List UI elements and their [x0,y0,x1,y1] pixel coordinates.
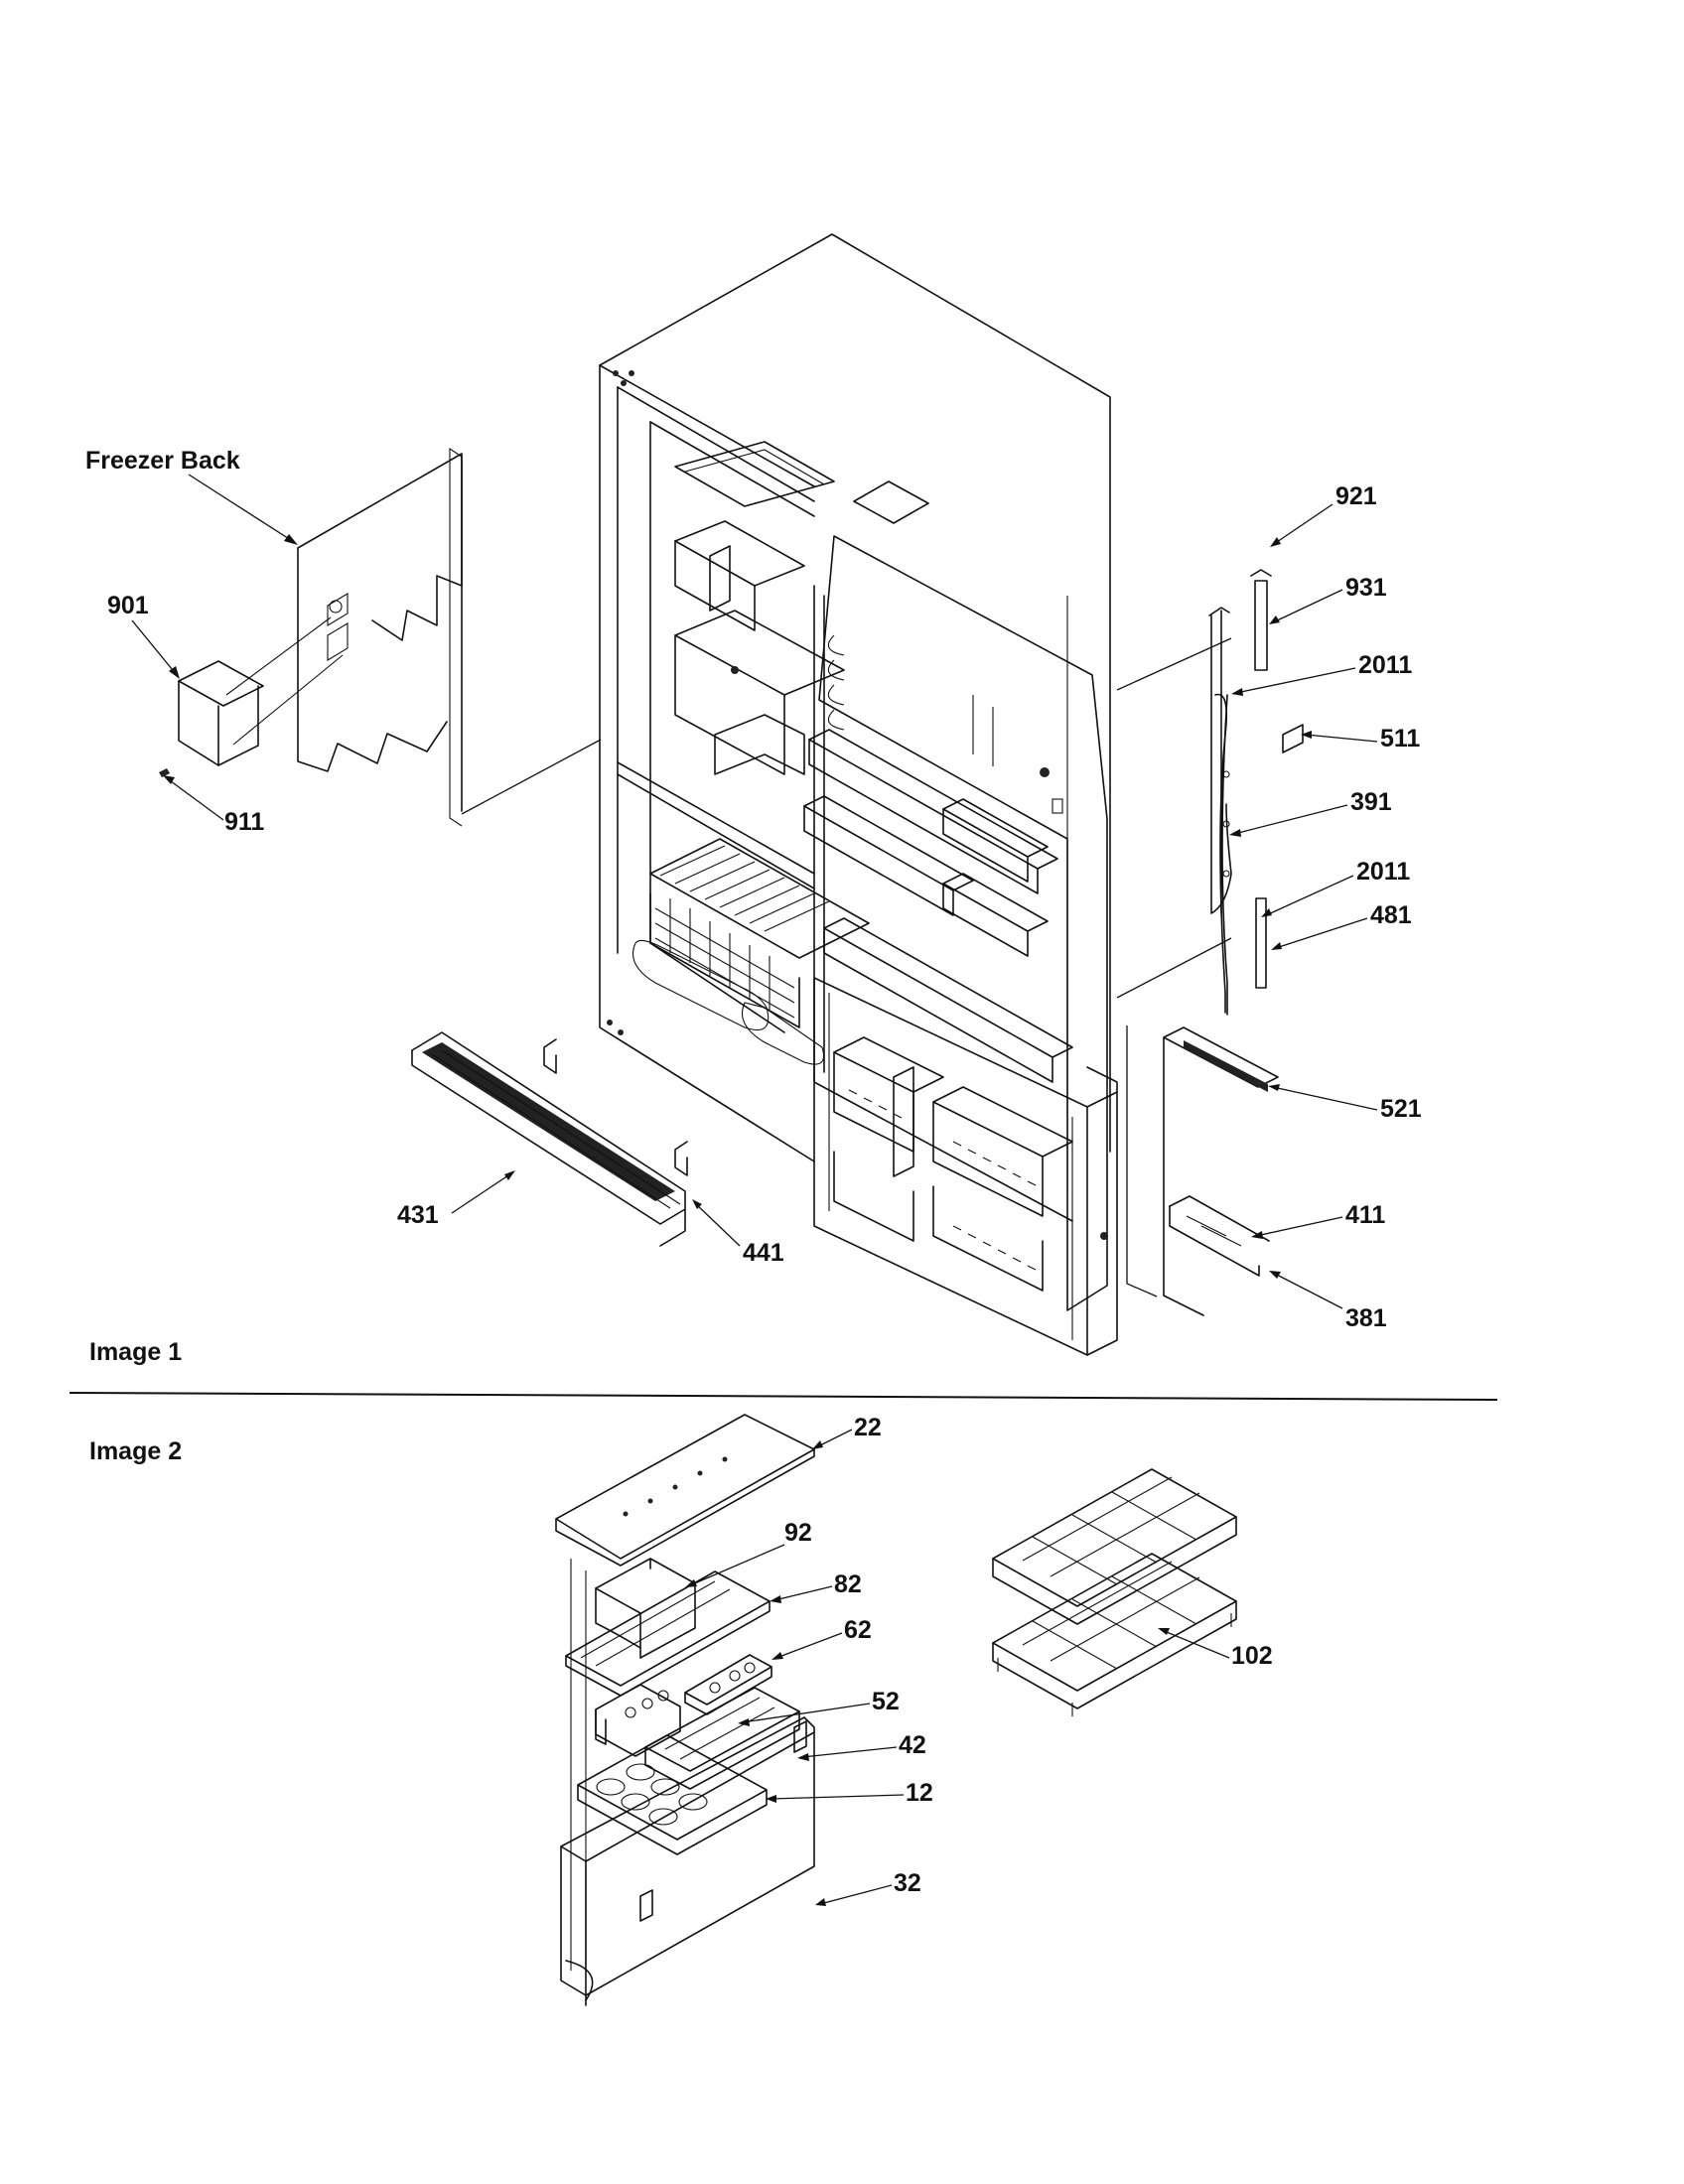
label-freezer-back: Freezer Back [85,447,240,475]
filter-cover-901 [159,616,344,777]
rack-52-42 [644,1687,800,1790]
label-42: 42 [899,1731,926,1759]
freezer-handle-assembly [1163,1026,1279,1316]
label-391: 391 [1350,788,1392,816]
ice-trays-102 [992,1468,1237,1716]
egg-tray-12 [577,1734,768,1855]
section-label-image2: Image 2 [89,1437,182,1465]
shelf-22 [555,1414,815,1971]
label-431: 431 [397,1201,439,1229]
holder-left [595,1684,681,1757]
label-411: 411 [1345,1201,1385,1229]
section-divider [69,1392,1498,1401]
section-label-image1: Image 1 [89,1338,182,1366]
freezer-basket [649,838,870,1028]
door-bin-32 [560,1716,815,2006]
label-931: 931 [1345,574,1387,602]
label-2011-bottom: 2011 [1356,858,1410,886]
label-102: 102 [1231,1642,1273,1670]
refrigerator-cabinet [599,233,1111,1162]
label-22: 22 [854,1414,882,1441]
holder-62 [684,1654,772,1715]
label-92: 92 [784,1519,812,1547]
base-grille-431 [411,1031,686,1247]
bin-92 [595,1558,696,1659]
freezer-back-panel [297,447,602,827]
door-handle-assembly [1208,569,1304,1016]
clip-441 [543,1038,688,1176]
label-82: 82 [834,1570,862,1598]
label-481: 481 [1370,901,1412,929]
label-511: 511 [1380,725,1420,752]
label-2011-top: 2011 [1358,651,1412,679]
label-12: 12 [906,1779,933,1807]
label-32: 32 [894,1869,921,1897]
label-381: 381 [1345,1304,1387,1332]
label-911: 911 [224,808,264,836]
label-521: 521 [1380,1095,1422,1123]
fresh-food-shelves [674,441,845,775]
label-52: 52 [872,1688,900,1715]
label-62: 62 [844,1616,872,1644]
label-901: 901 [107,592,149,619]
label-921: 921 [1335,482,1377,510]
label-441: 441 [743,1239,784,1267]
fresh-food-door [803,480,1108,1311]
freezer-door [813,977,1118,1356]
